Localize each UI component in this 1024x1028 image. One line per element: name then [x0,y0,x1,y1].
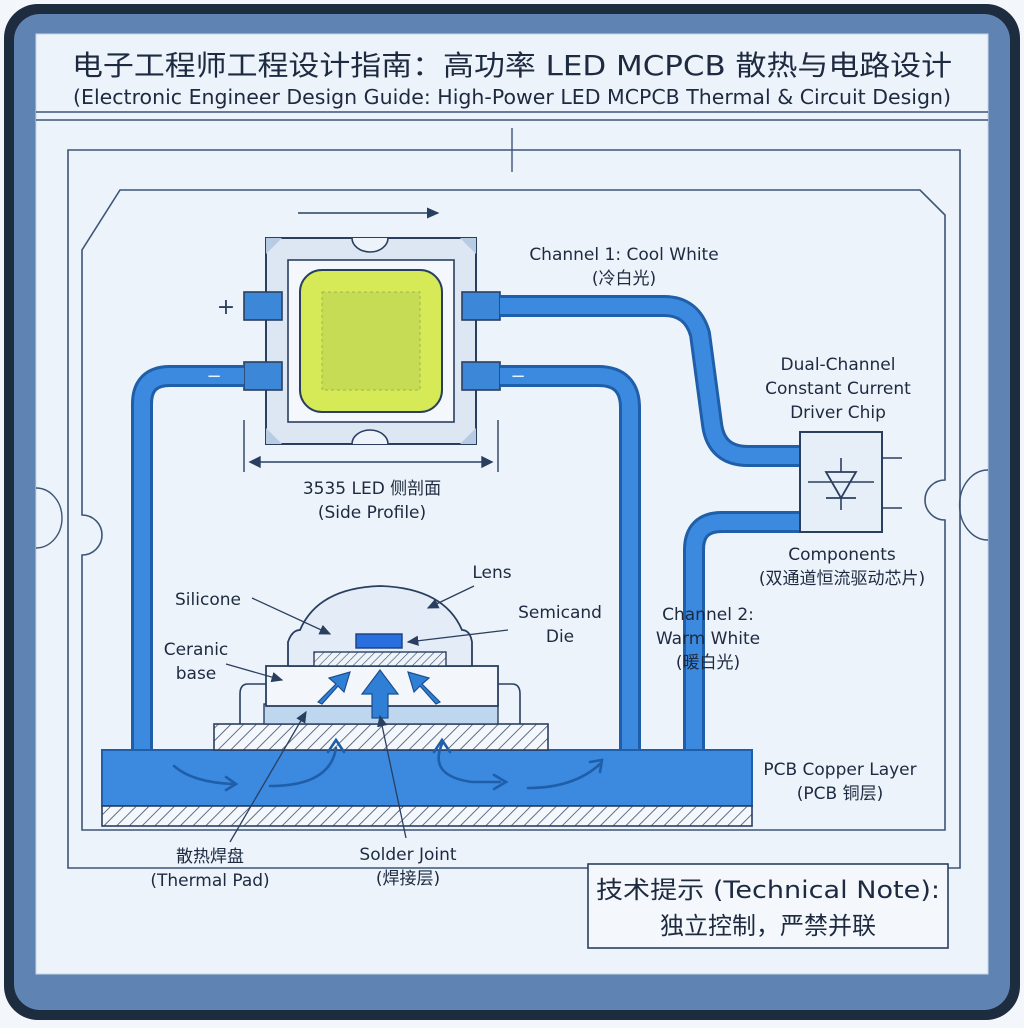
pad-left-bottom [243,361,283,391]
channel-1-label: Channel 1: Cool White [529,245,718,265]
dimension-line [243,420,499,472]
silicone-leader [251,597,332,635]
dimension-sub: (Side Profile) [318,503,426,523]
left-notch [35,487,63,549]
semiconductor-leader [406,629,509,646]
pad-right-bottom [461,361,501,391]
lens-leader [426,585,475,609]
right-notch [958,469,989,541]
semiconductor-label-1: Semicand [518,603,602,623]
channel-2-label: Channel 2: [662,605,754,625]
copper-heat-flow [172,737,604,792]
semiconductor-die [355,633,403,649]
board-inner-outline [81,189,946,831]
heat-arrows [316,669,442,719]
thermal-pad-leader [229,710,307,843]
channel-1-cn: (冷白光) [592,269,656,289]
heat-arrow-left [316,671,351,705]
dimension-label: 3535 LED 侧剖面 [303,479,441,499]
driver-chip [799,431,902,533]
ceramic-label-2: base [176,664,217,684]
technical-note-body: 独立控制，严禁并联 [660,912,876,940]
solder-label: Solder Joint [359,845,456,865]
silicone-label: Silicone [175,590,241,610]
driver-line-2: Constant Current [765,379,911,399]
minus-right: − [510,366,525,387]
driver-line-3: Driver Chip [790,403,886,423]
pcb-copper-layer [101,749,753,807]
plus-sign: + [217,295,235,320]
thermal-pad-cn: 散热焊盘 [176,847,244,867]
title-cn: 电子工程师工程设计指南：高功率 LED MCPCB 散热与电路设计 [72,49,952,82]
driver-line-1: Dual-Channel [781,355,896,375]
ceramic-leader [225,663,284,683]
led-package-top [265,237,477,445]
technical-note-title: 技术提示 (Technical Note): [596,876,940,904]
components-label: Components [788,545,896,565]
title-en: (Electronic Engineer Design Guide: High-… [73,85,951,109]
silicone-dome [287,585,473,667]
pcb-base [101,805,753,827]
channel-2-cn: (暖白光) [676,653,740,673]
ceramic-label-1: Ceranic [164,640,229,660]
diode-icon [824,471,858,510]
circuit-traces [131,295,800,752]
pcb-label: PCB Copper Layer [763,760,916,780]
solder-label-cn: (焊接层) [376,869,440,889]
semiconductor-label-2: Die [546,627,574,647]
solder-leader [377,714,407,839]
technical-note-box [587,863,949,949]
channel-2-label-2: Warm White [656,629,760,649]
minus-left: − [206,366,221,387]
pcb-label-cn: (PCB 铜层) [797,784,883,804]
pad-right-top [461,291,501,321]
lens-label: Lens [472,563,511,583]
thermal-pad-en: (Thermal Pad) [150,871,269,891]
pad-left-top [243,291,283,321]
heat-arrow-right [407,671,442,705]
components-cn: (双通道恒流驱动芯片) [759,569,925,589]
heat-arrow-center [360,669,400,719]
thermal-pad [213,723,549,751]
board-outline [67,149,961,869]
